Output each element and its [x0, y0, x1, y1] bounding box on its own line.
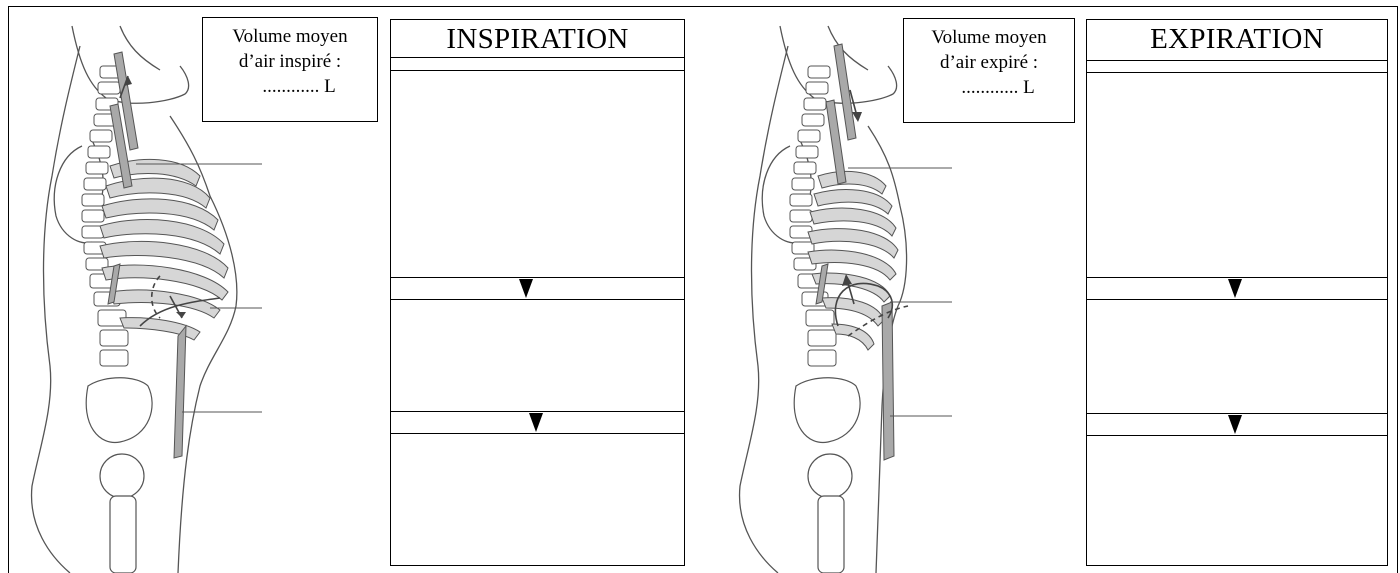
inspiration-cell-1[interactable] — [391, 71, 684, 277]
volume-box-line2: d’air expiré : — [904, 50, 1074, 75]
volume-answer-blank[interactable]: ............ L — [203, 74, 377, 99]
expiration-cell-1[interactable] — [1087, 73, 1387, 277]
expiration-cell-3[interactable] — [1087, 436, 1387, 566]
down-arrow-icon — [1228, 415, 1242, 434]
inspiration-volume-box: Volume moyen d’air inspiré : ...........… — [202, 17, 378, 122]
volume-box-line1: Volume moyen — [904, 25, 1074, 50]
expiration-panel: Volume moyen d’air expiré : ............… — [700, 0, 1400, 573]
volume-answer-blank[interactable]: ............ L — [904, 75, 1074, 100]
row-divider-2a — [391, 411, 684, 412]
inspiration-cell-2[interactable] — [391, 300, 684, 412]
volume-box-line2: d’air inspiré : — [203, 49, 377, 74]
row-divider-1a — [391, 277, 684, 278]
inspiration-panel: Volume moyen d’air inspiré : ...........… — [0, 0, 700, 573]
title-divider-top — [391, 57, 684, 58]
expiration-volume-box: Volume moyen d’air expiré : ............… — [903, 18, 1075, 123]
expiration-table: EXPIRATION — [1086, 19, 1388, 566]
down-arrow-icon — [1228, 279, 1242, 298]
row-divider-1a — [1087, 277, 1387, 278]
inspiration-table: INSPIRATION — [390, 19, 685, 566]
down-arrow-icon — [519, 279, 533, 298]
expiration-cell-2[interactable] — [1087, 300, 1387, 413]
volume-box-line1: Volume moyen — [203, 24, 377, 49]
row-divider-2a — [1087, 413, 1387, 414]
title-divider-top — [1087, 60, 1387, 61]
down-arrow-icon — [529, 413, 543, 432]
inspiration-table-title: INSPIRATION — [391, 20, 684, 56]
inspiration-cell-3[interactable] — [391, 434, 684, 566]
expiration-table-title: EXPIRATION — [1087, 20, 1387, 56]
